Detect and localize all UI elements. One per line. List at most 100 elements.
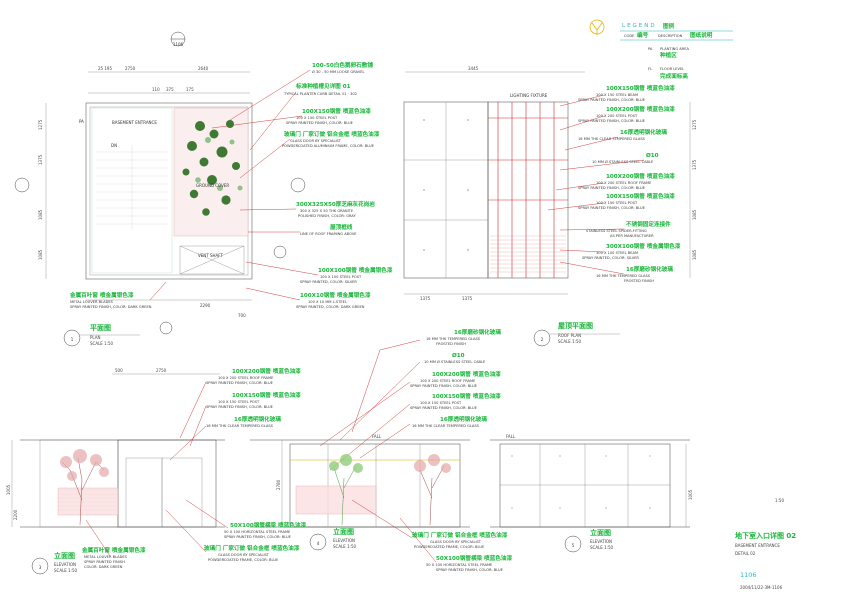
note-cn: Ø10 (452, 352, 465, 359)
view-number: 4 (317, 541, 320, 546)
tree-illustration (61, 457, 105, 526)
note-cn: 不锈钢固定连接件 (626, 220, 671, 228)
note-cn: 100X150钢管 喷蓝色油漆 (302, 107, 371, 115)
note-cn: 100-50白色鹅卵石敷铺 (312, 61, 373, 69)
note-cn: 100X150钢管 喷蓝色油漆 (232, 391, 301, 399)
elevation-bottom-notes: 50X100钢管横梁 喷蓝色油漆 50 X 100 HORIZONTAL STE… (81, 499, 512, 572)
legend-item: PA PLANTING AREA 种植区 (648, 47, 689, 59)
plan-annotations: 100-50白色鹅卵石敷铺 Ø 30 - 50 MM LOOSE GRAVEL … (69, 61, 393, 309)
note-en: SPRAY PAINTED FINISH, COLOR: BLUE (410, 406, 478, 410)
note-en: 100 X 150 STEEL POST (596, 201, 638, 205)
elevation-annotations-mid: 16厚磨砂钢化玻璃 16 MM THK TEMPERED GLASS FROST… (319, 328, 501, 471)
note-en: GLASS DOOR BY SPECIALIST (290, 139, 342, 143)
view-scale: SCALE 1:50 (558, 339, 582, 344)
dim-label: 175 (186, 87, 194, 92)
note-en: SPRAY PAINTED, COLOR: DARK GREEN (296, 305, 365, 309)
view-title-cn: 立面图 (590, 528, 611, 537)
dim-label: 2750 (125, 66, 136, 71)
fall-label: FALL (372, 434, 382, 439)
note-en: TYPICAL PLANTER CURB DETAIL 01 · 302 (283, 92, 357, 96)
note-cn: 16厚透明钢化玻璃 (440, 415, 487, 423)
dim-label: 110 (152, 87, 160, 92)
note-en: LINE OF ROOF FRAMING ABOVE (300, 232, 357, 236)
sheet-scale: 1:50 (775, 498, 784, 503)
legend-title-cn: 图例 (663, 22, 675, 30)
stair-area (91, 107, 173, 274)
note-en: 100 X 10 MM L-STEEL (308, 300, 347, 304)
dim-label: 1005 (6, 484, 11, 495)
plan-label-dn: DN (111, 143, 117, 148)
note-en: 100 X 200 STEEL ROOF FRAME (420, 379, 476, 383)
note-en: POWDERCOATED FRAME, COLOR: BLUE (414, 545, 485, 549)
plan-label-basement: BASEMENT ENTRANCE (112, 120, 157, 125)
note-en: 100 X 150 STEEL POST (296, 116, 338, 120)
legend-item: FL FLOOR LEVEL 完成面标高 (648, 67, 688, 80)
note-cn: 100X200钢管 喷蓝色油漆 (606, 105, 675, 113)
legend-item-code: PA (648, 47, 653, 51)
view-number: 3 (39, 565, 42, 570)
note-en: 16 MM THK TEMPERED GLASS (596, 274, 651, 278)
note-en: POLISHED FINISH, COLOR: GRAY (298, 214, 356, 218)
note-en: SPRAY PAINTED, COLOR: SILVER (300, 280, 357, 284)
note-cn: 300X325X50厚芝麻灰花岗岩 (296, 200, 375, 208)
view-title-cn: 屋顶平面图 (558, 321, 593, 330)
note-en: SPRAY PAINTED FINISH, COLOR: BLUE (578, 206, 646, 210)
callout-number: 1106 (173, 42, 184, 47)
note-en: SPRAY PAINTED FINISH, COLOR: BLUE (578, 119, 646, 123)
note-en: 100 X 200 STEEL ROOF FRAME (596, 181, 652, 185)
note-en: 10 MM Ø STAINLESS STEEL CABLE (592, 159, 654, 164)
dim-label: 375 (166, 87, 174, 92)
note-en: Ø 30 - 50 MM LOOSE GRAVEL (312, 69, 365, 74)
dim-label: 2750 (156, 368, 167, 373)
dim-label: 1375 (462, 296, 473, 301)
dim-label: 25 195 (98, 66, 112, 71)
note-cn: 金属百叶窗 喷金属银色漆 (69, 291, 134, 299)
view-title-en: ELEVATION (590, 539, 612, 544)
note-en: AS PER MANUFACTURER (610, 234, 654, 238)
note-en: POWDERCOATED FRAME, COLOR: BLUE (208, 558, 279, 562)
sheet-title-en: BASEMENT ENTRANCE (735, 543, 780, 548)
note-cn: 50X100钢管横梁 喷蓝色油漆 (436, 554, 512, 562)
sheet-detail: DETAIL 02 (735, 551, 756, 556)
note-en: 100 X 150 STEEL POST (420, 401, 462, 405)
view-scale: SCALE 1:50 (54, 568, 78, 573)
roof-plan-drawing: 3445 LIGHTING FIXTURE (403, 66, 697, 301)
note-cn: 16厚透明钢化玻璃 (620, 128, 667, 136)
dim-label: 1275 (692, 119, 697, 130)
view-title-en: PLAN (90, 335, 100, 340)
dim-label: 3445 (468, 66, 479, 71)
note-en: 100 X 200 STEEL POST (596, 114, 638, 118)
view-scale: SCALE 1:50 (590, 545, 614, 550)
view-number: 2 (541, 337, 544, 342)
view-title-1: 1 平面图 PLAN SCALE 1:50 (63, 323, 140, 347)
elevation-annotations-left: 100X200钢管 喷蓝色油漆 100 X 200 STEEL ROOF FRA… (169, 367, 301, 461)
legend-header-code-cn: 编号 (637, 31, 649, 39)
plan-label-pa: PA (79, 119, 84, 124)
note-en: COLOR: DARK GREEN (84, 565, 123, 569)
note-en: METAL LOUVER BLADES (84, 555, 128, 559)
dim-label: 1085 (692, 249, 697, 260)
note-en: SPRAY PAINTED FINISH, COLOR: BLUE (206, 381, 274, 385)
note-en: 100 X 150 STEEL POST (218, 400, 260, 404)
note-cn: 屋顶框线 (330, 223, 353, 231)
elevation-5: FALL 1005 (490, 434, 693, 528)
note-en: STAINLESS STEEL SPIDER-FITTING (586, 229, 647, 233)
note-en: 50 X 100 HORIZONTAL STEEL FRAME (224, 530, 291, 534)
plan-drawing: 25 195 2750 110 375 175 2640 BASEMENT EN… (14, 66, 306, 335)
note-cn: 100X10钢管 喷金属银色漆 (300, 291, 371, 299)
note-en: POWDERCOATED ALUMINIUM FRAME, COLOR: BLU… (282, 144, 375, 148)
fall-label: FALL (506, 434, 516, 439)
note-cn: 玻璃门 厂家订做 铝合金框 喷蓝色油漆 (412, 531, 508, 539)
elevation-4: FALL 2780 (250, 434, 470, 528)
view-scale: SCALE 1:50 (90, 341, 114, 346)
note-en: SPRAY PAINTED FINISH, COLOR: BLUE (578, 186, 646, 190)
note-en: 50 X 100 HORIZONTAL STEEL FRAME (426, 563, 493, 567)
dim-label: 1375 (692, 159, 697, 170)
note-cn: 玻璃门 厂家订做 铝合金框 喷蓝色油漆 (284, 130, 380, 138)
elevation-3: 500 2750 1005 2200 (6, 368, 225, 528)
note-en: 16 MM THK TEMPERED GLASS (426, 337, 481, 341)
planting-area (173, 107, 249, 237)
dim-label: 1005 (688, 489, 693, 500)
note-en: GLASS DOOR BY SPECIALIST (218, 553, 270, 557)
